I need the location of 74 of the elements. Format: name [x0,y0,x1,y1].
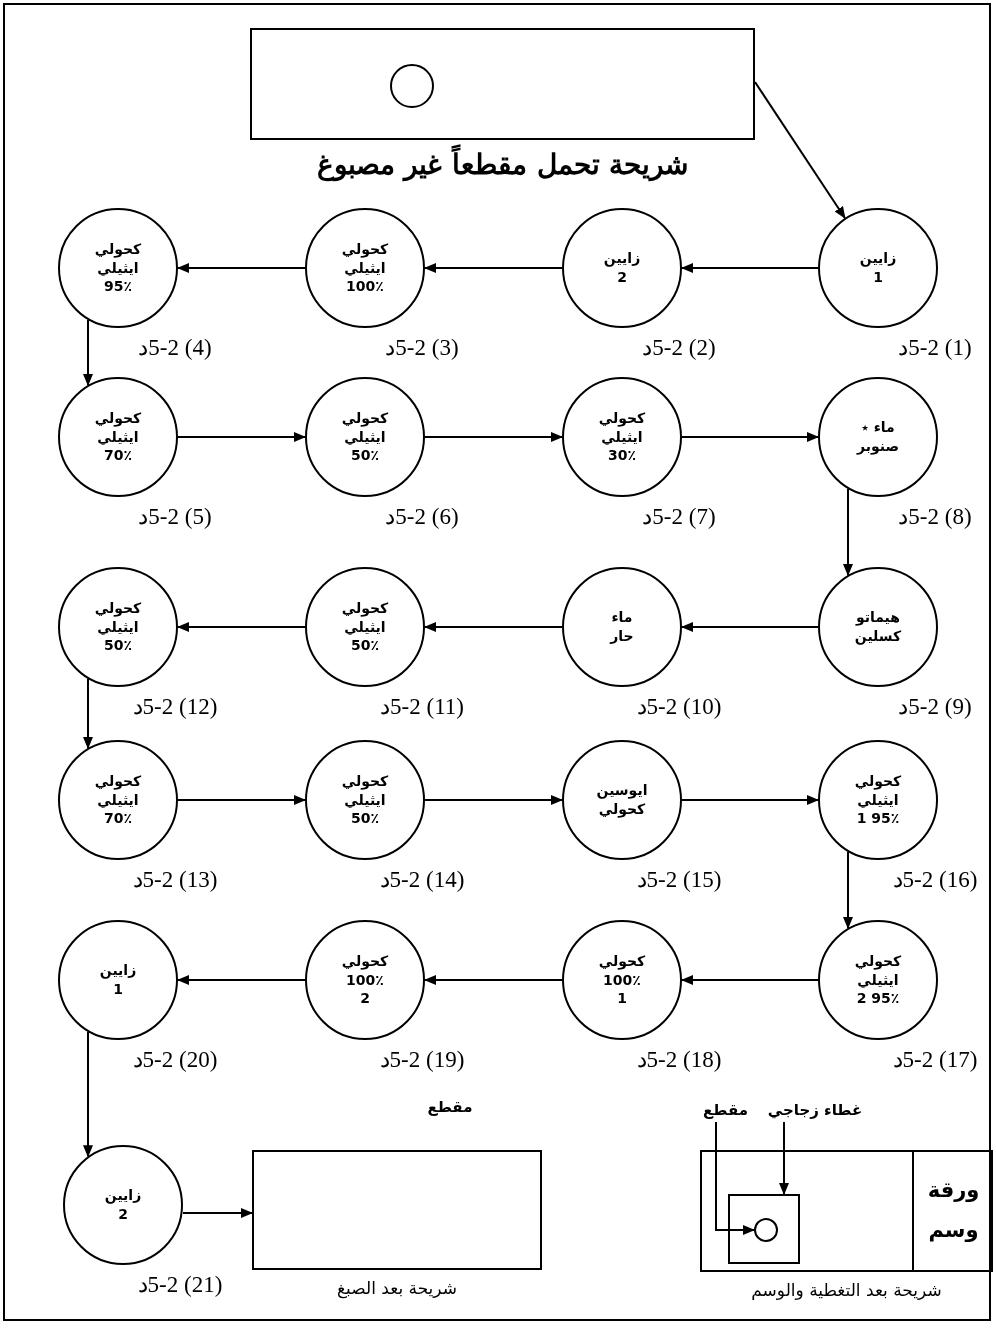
step-circle: زايين 1 [818,208,938,328]
arrow [424,263,563,273]
section-circle [754,1218,778,1242]
arrow [83,319,93,386]
step-circle: كحولي ايثيلي ٪70 [58,377,178,497]
step-circle: كحولي ايثيلي ٪95 1 [818,740,938,860]
arrow [681,263,819,273]
arrow [177,975,306,985]
step-time: (14) 5-2د [378,866,466,893]
arrow [177,795,306,805]
arrow [681,622,819,632]
step-circle: كحولي ٪100 2 [305,920,425,1040]
slide-caption: شريحة بعد الصبغ [336,1278,458,1298]
step-time: (17) 5-2د [891,1046,979,1073]
arrow [177,432,306,442]
step-time: (5) 5-2د [137,503,213,530]
step-time: (3) 5-2د [384,334,460,361]
step-time: (8) 5-2د [897,503,973,530]
step-circle: هيماتو كسلين [818,567,938,687]
step-circle: زايين 1 [58,920,178,1040]
step-circle: كحولي ٪100 1 [562,920,682,1040]
arrow [681,975,819,985]
step-circle: كحولي ايثيلي ٪50 [305,567,425,687]
step-time: (18) 5-2د [635,1046,723,1073]
step-time: (9) 5-2د [897,693,973,720]
step-circle: كحولي ايثيلي ٪50 [58,567,178,687]
step-circle: كحولي ايثيلي ٪100 [305,208,425,328]
step-time: (10) 5-2د [635,693,723,720]
arrow [424,975,563,985]
step-time: (6) 5-2د [384,503,460,530]
step-circle: كحولي ايثيلي ٪95 [58,208,178,328]
leader-line [779,1121,789,1195]
slide-caption: شريحة بعد التغطية والوسم [750,1280,943,1300]
step-time: (13) 5-2د [131,866,219,893]
step-time: (15) 5-2د [635,866,723,893]
arrow [424,622,563,632]
coverslip-square [728,1194,800,1264]
label-area: ورقة وسم [912,1152,993,1270]
step-circle: زايين 2 [63,1145,183,1265]
arrow [83,678,93,749]
step-time: (4) 5-2د [137,334,213,361]
step-time: (20) 5-2د [131,1046,219,1073]
arrow [424,795,563,805]
step-circle: كحولي ايثيلي ٪30 [562,377,682,497]
arrow [424,432,563,442]
step-circle: كحولي ايثيلي ٪70 [58,740,178,860]
step-time: (21) 5-2د [136,1271,224,1298]
step-circle: ماء ٭ صنوبر [818,377,938,497]
step-time: (1) 5-2د [897,334,973,361]
step-circle: كحولي ايثيلي ٪50 [305,740,425,860]
step-time: (2) 5-2د [641,334,717,361]
arrow [681,432,819,442]
step-time: (19) 5-2د [378,1046,466,1073]
arrow [843,851,853,929]
arrow [843,488,853,576]
step-circle: ماء حار [562,567,682,687]
step-circle: كحولي ايثيلي ٪50 [305,377,425,497]
part-label: غطاء زجاجي [760,1098,870,1122]
step-circle: كحولي ايثيلي ٪95 2 [818,920,938,1040]
step-time: (16) 5-2د [891,866,979,893]
part-label: مقطع [704,1098,748,1122]
arrow [182,1208,253,1218]
part-label: مقطع [426,1098,474,1116]
leader-line [715,1121,755,1235]
arrow [177,622,306,632]
arrow [754,81,846,219]
arrow [177,263,306,273]
step-time: (11) 5-2د [379,693,465,720]
arrow [681,795,819,805]
step-circle: زايين 2 [562,208,682,328]
step-time: (7) 5-2د [641,503,717,530]
step-circle: ايوسين كحولي [562,740,682,860]
arrow [83,1031,93,1158]
step-time: (12) 5-2د [131,693,219,720]
